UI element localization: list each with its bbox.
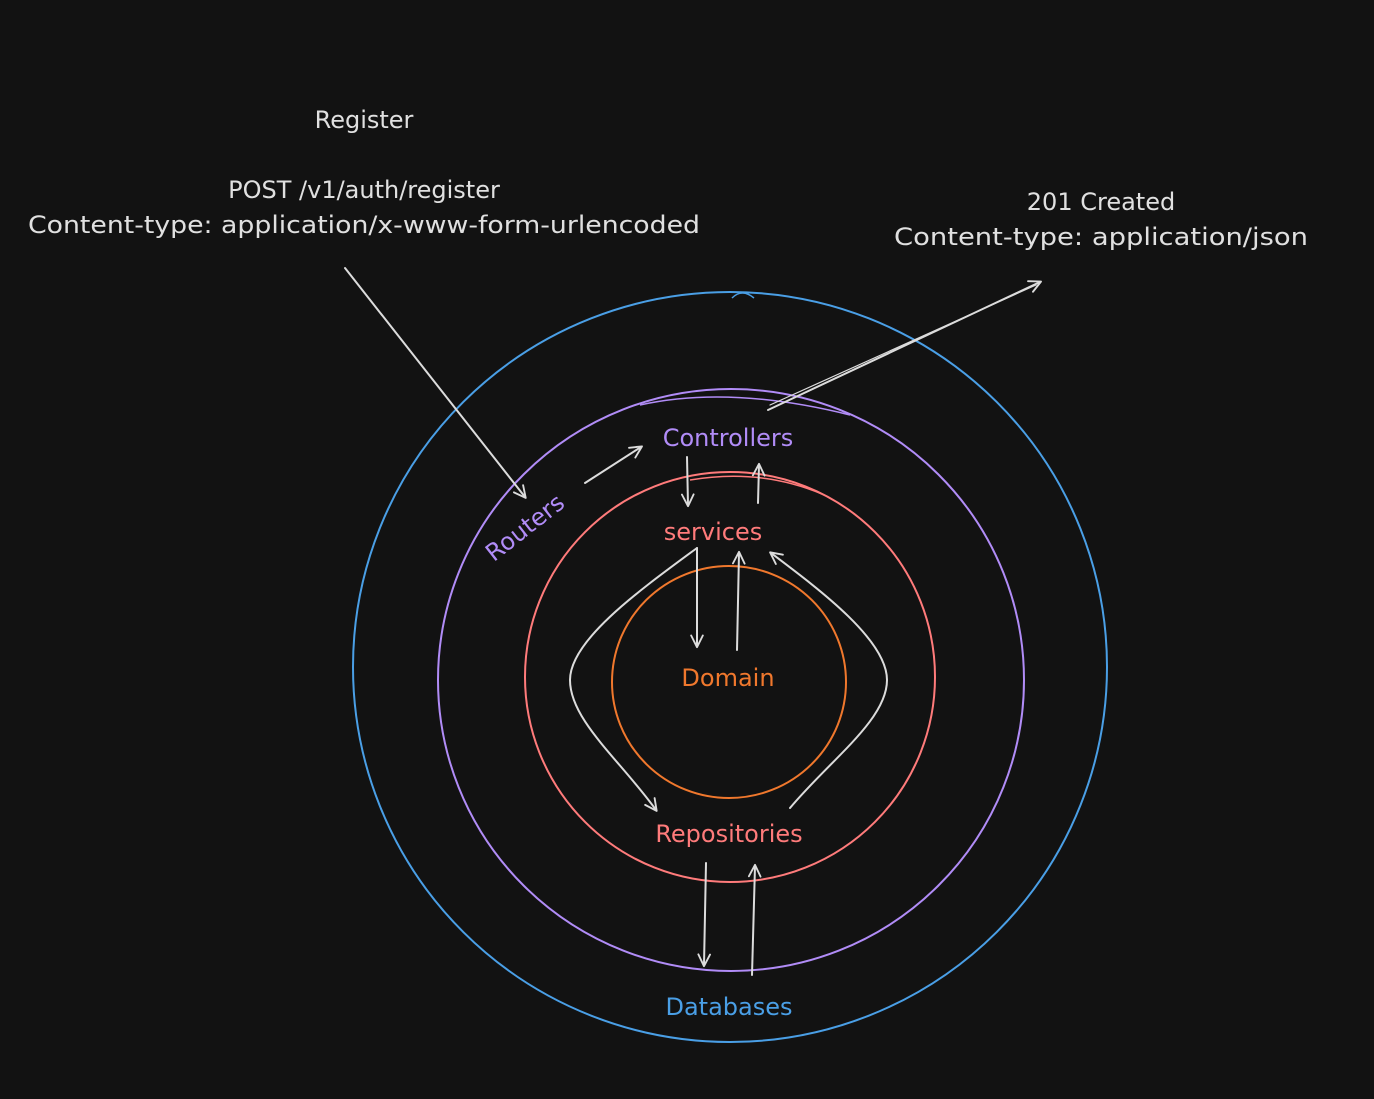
services-to-controllers-arrow: [751, 462, 766, 504]
request-arrow: [344, 267, 527, 499]
controllers-label: Controllers: [663, 424, 794, 452]
services-label: services: [664, 518, 762, 546]
request-content-type: Content-type: application/x-www-form-url…: [28, 211, 700, 239]
domain-to-services-arrow: [732, 550, 746, 651]
routers-to-controllers-arrow: [584, 445, 643, 484]
services-repositories-ring: [524, 471, 936, 883]
response-status: 201 Created: [1027, 188, 1175, 216]
databases-ring: [352, 291, 1108, 1043]
response-arrow-sketch: [769, 284, 1037, 406]
routers-controllers-ring: [437, 388, 1025, 972]
domain-label: Domain: [681, 664, 774, 692]
response-content-type: Content-type: application/json: [894, 223, 1308, 251]
repositories-label: Repositories: [655, 820, 802, 848]
ring-tick-mark: [639, 396, 851, 416]
routers-label: Routers: [480, 488, 570, 567]
controllers-to-services-arrow: [681, 456, 695, 508]
databases-label: Databases: [665, 993, 792, 1021]
request-endpoint: POST /v1/auth/register: [228, 176, 500, 204]
request-title: Register: [315, 106, 414, 134]
services-to-repositories-arrow: [568, 547, 698, 812]
ring-tick-mark: [731, 292, 755, 299]
domain-ring: [611, 565, 847, 799]
repositories-to-databases-arrow: [697, 862, 711, 968]
repositories-to-services-arrow: [769, 551, 889, 809]
databases-to-repositories-arrow: [747, 863, 762, 976]
